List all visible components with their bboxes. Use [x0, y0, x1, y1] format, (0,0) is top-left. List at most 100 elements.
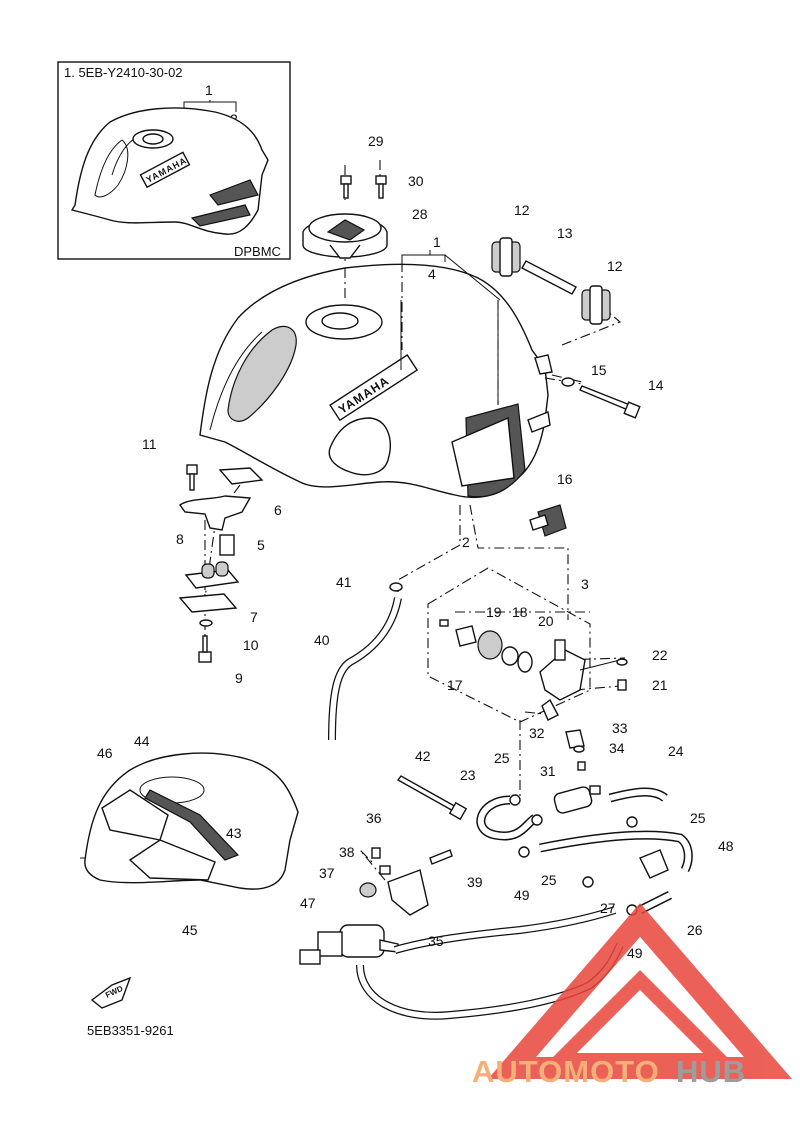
- callout-4: 4: [428, 266, 436, 282]
- callout-49: 49: [514, 887, 530, 903]
- callout-18: 18: [512, 604, 528, 620]
- valve-27: [639, 849, 669, 879]
- watermark-part2: HUB: [676, 1054, 746, 1089]
- callout-13: 13: [557, 225, 573, 241]
- callout-45: 45: [182, 922, 198, 938]
- callout-40: 40: [314, 632, 330, 648]
- callout-48: 48: [718, 838, 734, 854]
- callout-6: 6: [274, 502, 282, 518]
- washer-10: [199, 619, 213, 627]
- clip-25-c: [626, 816, 638, 828]
- callout-44: 44: [134, 733, 150, 749]
- watermark-part1: AUTOMOTO: [472, 1054, 660, 1089]
- callout-8: 8: [176, 531, 184, 547]
- fuel-tank: YAMAHA: [199, 263, 553, 499]
- callout-46: 46: [97, 745, 113, 761]
- callout-15: 15: [591, 362, 607, 378]
- callout-9: 9: [235, 670, 243, 686]
- inset-code: DPBMC: [234, 244, 281, 259]
- callout-33: 33: [612, 720, 628, 736]
- callout-3: 3: [581, 576, 589, 592]
- callout-1: 1: [433, 234, 441, 250]
- bracket-4: [179, 495, 252, 531]
- fuel-filter-31: [553, 785, 601, 814]
- plate-7: [178, 593, 238, 613]
- collar-13: [521, 260, 577, 295]
- callout-17: 17: [447, 677, 463, 693]
- callout-47: 47: [300, 895, 316, 911]
- callout-23: 23: [460, 767, 476, 783]
- callout-7: 7: [250, 609, 258, 625]
- callout-41: 41: [336, 574, 352, 590]
- callout-32: 32: [529, 725, 545, 741]
- bolt-21: [617, 679, 627, 691]
- callout-25: 25: [690, 810, 706, 826]
- callout-28: 28: [412, 206, 428, 222]
- fuel-cock-assembly: [439, 619, 621, 721]
- bracket-16: [529, 504, 567, 537]
- bolt-42: [396, 775, 460, 813]
- inset-callout-1: 1: [205, 82, 213, 98]
- clip-25-d: [582, 876, 594, 888]
- bolt-29: [340, 175, 352, 199]
- callout-16: 16: [557, 471, 573, 487]
- callout-39: 39: [467, 874, 483, 890]
- clip-34: [565, 729, 585, 749]
- callout-31: 31: [540, 763, 556, 779]
- clip-25-b: [531, 814, 543, 826]
- callout-12: 12: [607, 258, 623, 274]
- bolt-33: [577, 761, 586, 771]
- callout-34: 34: [609, 740, 625, 756]
- damper-12-a: [491, 237, 521, 277]
- damper-5: [184, 561, 240, 589]
- bolt-30: [375, 175, 387, 199]
- bracket-35: [387, 869, 429, 916]
- callout-labels: 1234567891011121213141516171819202122232…: [97, 133, 734, 961]
- clip-25-a: [509, 794, 521, 806]
- bolt-36: [371, 847, 381, 859]
- fwd-arrow: FWD: [90, 976, 132, 1009]
- callout-38: 38: [339, 844, 355, 860]
- callout-12: 12: [514, 202, 530, 218]
- callout-42: 42: [415, 748, 431, 764]
- callout-27: 27: [600, 900, 616, 916]
- callout-26: 26: [687, 922, 703, 938]
- callout-36: 36: [366, 810, 382, 826]
- clip-41: [389, 582, 403, 592]
- bolt-39: [429, 849, 453, 865]
- callout-14: 14: [648, 377, 664, 393]
- callout-37: 37: [319, 865, 335, 881]
- inset-title: 1. 5EB-Y2410-30-02: [64, 65, 183, 80]
- grommet-37: [359, 882, 377, 898]
- callout-35: 35: [428, 933, 444, 949]
- bolt-11: [186, 464, 198, 491]
- washer-15: [561, 377, 575, 387]
- clip-49-a: [518, 846, 530, 858]
- callout-21: 21: [652, 677, 668, 693]
- collar-38: [379, 865, 391, 875]
- callout-29: 29: [368, 133, 384, 149]
- callout-25: 25: [494, 750, 510, 766]
- callout-24: 24: [668, 743, 684, 759]
- callout-43: 43: [226, 825, 242, 841]
- washer-22: [616, 658, 628, 666]
- inset-tank: YAMAHA: [70, 107, 269, 235]
- diagram-code: 5EB3351-9261: [87, 1023, 174, 1038]
- fuel-pump-47: [299, 924, 399, 965]
- fuel-cap: [302, 213, 388, 259]
- callout-5: 5: [257, 537, 265, 553]
- watermark: AUTOMOTO HUB: [472, 903, 793, 1089]
- plate-6: [218, 467, 264, 485]
- inset-panel: 1. 5EB-Y2410-30-02 DPBMC 1 2 3 YAMAHA: [57, 61, 291, 260]
- tank-cover: [84, 752, 299, 890]
- callout-20: 20: [538, 613, 554, 629]
- callout-30: 30: [408, 173, 424, 189]
- callout-19: 19: [486, 604, 502, 620]
- callout-25: 25: [541, 872, 557, 888]
- damper-12-b: [581, 285, 611, 325]
- bolt-9: [198, 635, 212, 663]
- collar-8: [219, 534, 235, 556]
- bolt-14: [579, 385, 641, 419]
- callout-22: 22: [652, 647, 668, 663]
